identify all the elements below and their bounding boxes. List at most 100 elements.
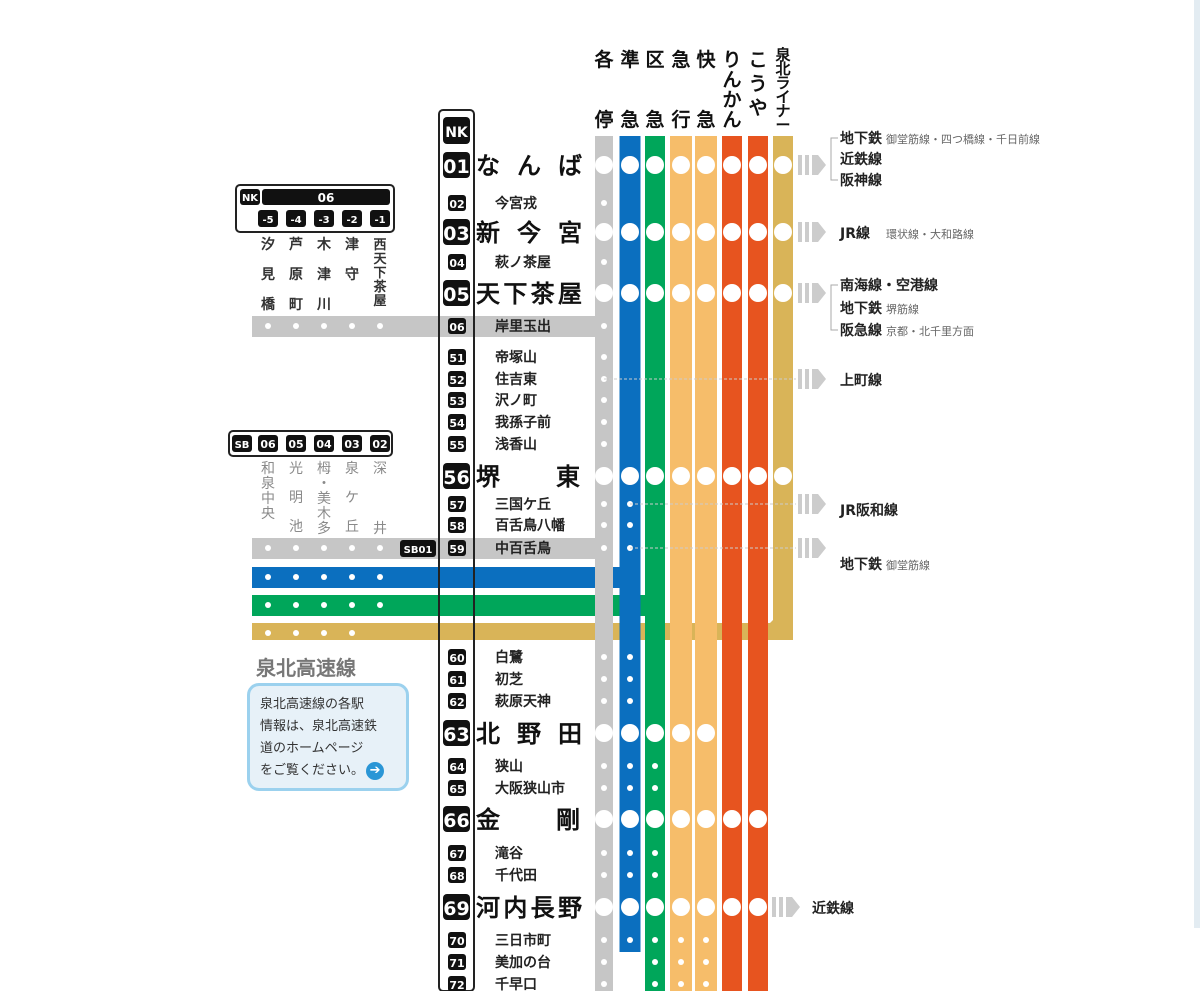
stop-dot — [601, 441, 607, 447]
stop-dot — [601, 937, 607, 943]
nk-branch-code-badge — [240, 189, 260, 205]
stop-dot — [601, 981, 607, 987]
nk-branch-stop-dot — [349, 323, 355, 329]
nk-branch-number: -3 — [318, 215, 329, 226]
station-name: 沢ノ町 — [495, 392, 537, 409]
station-name: 千代田 — [495, 867, 537, 884]
station-number: 54 — [449, 417, 465, 430]
station-number: 68 — [449, 870, 464, 883]
stop-dot-major — [749, 284, 767, 302]
sb-semi-express-bar — [252, 567, 640, 588]
stop-dot — [627, 785, 633, 791]
name-char: 木 — [317, 506, 331, 522]
name-char: 光 — [289, 461, 303, 477]
station-number-badge — [448, 780, 466, 796]
sb-liner-stop-dot — [265, 630, 271, 636]
stop-dot — [601, 698, 607, 704]
nk-branch-number: -4 — [290, 215, 301, 226]
station-name: 千早口 — [495, 976, 537, 991]
station-number: 59 — [449, 543, 464, 556]
header-char: ラ — [775, 74, 790, 92]
header-char: 急 — [696, 108, 715, 131]
sb-liner-stop-dot — [293, 630, 299, 636]
sb-sub-stop-dot — [349, 602, 355, 608]
name-char: 守 — [345, 266, 359, 283]
name-char: 丘 — [345, 519, 359, 535]
stop-dot-major — [621, 467, 639, 485]
senboku-info-box[interactable]: 泉北高速線の各駅 情報は、泉北高速鉄 道のホームページ をご覧ください。➔ — [247, 683, 409, 791]
stop-dot-major — [595, 223, 613, 241]
stop-dot — [652, 959, 658, 965]
station-number: 04 — [449, 257, 465, 270]
sb-junction-code: SB01 — [404, 545, 433, 556]
header-char: 北 — [775, 60, 790, 78]
name-char: 見 — [260, 267, 275, 283]
station-number: 63 — [443, 724, 469, 746]
sb-number-badge — [370, 435, 390, 452]
transfer-arrow-bar — [805, 369, 809, 389]
stop-dot-major — [697, 724, 715, 742]
service-line-express — [670, 136, 692, 991]
nk-branch-number: -1 — [374, 215, 385, 226]
station-number: 61 — [449, 674, 464, 687]
nk-branch-number-badge — [258, 210, 278, 227]
stop-dot-major — [723, 223, 741, 241]
sb-number: 06 — [260, 438, 276, 451]
stop-dot — [652, 981, 658, 987]
transfer-arrow-head — [812, 538, 826, 558]
stop-dot-major — [621, 284, 639, 302]
sb-liner-stop-dot — [349, 630, 355, 636]
column-header-senboku_liner: 泉北ライナー — [774, 46, 791, 134]
name-char: 中 — [261, 491, 275, 507]
station-name: 百舌鳥八幡 — [495, 517, 566, 534]
transfer-arrow-head — [812, 494, 826, 514]
station-name-major: 河内長野 — [476, 894, 582, 922]
station-number-badge — [448, 693, 466, 709]
stop-dot-major — [774, 284, 792, 302]
station-name-major: なんば — [476, 152, 582, 180]
stop-dot-major — [621, 898, 639, 916]
station-number-badge — [448, 496, 466, 512]
stop-dot — [652, 850, 658, 856]
transfer-arrow-bar — [798, 538, 802, 558]
station-number: 02 — [449, 198, 464, 211]
stop-dot-major — [595, 724, 613, 742]
name-char: 下 — [373, 266, 386, 281]
arrow-right-icon[interactable]: ➔ — [366, 761, 385, 780]
station-number: 05 — [443, 284, 469, 306]
nk-frame — [438, 109, 475, 991]
stop-dot-major — [672, 810, 690, 828]
sb-station-name: 栂・美木多 — [317, 461, 331, 537]
stop-dot — [601, 259, 607, 265]
nk-branch-stop-dot — [265, 323, 271, 329]
stop-dot — [601, 959, 607, 965]
sb-number: 02 — [372, 438, 387, 451]
stop-dot-major — [749, 467, 767, 485]
column-header-express: 急行 — [670, 48, 690, 131]
header-char: ー — [775, 116, 790, 134]
transfer-line-name: 近鉄線 — [840, 151, 882, 168]
name-char: 津 — [317, 266, 331, 283]
transfer-line-detail: 御堂筋線・四つ橋線・千日前線 — [886, 132, 1040, 146]
stop-dot-major — [749, 156, 767, 174]
nk-branch-parent: 06 — [318, 191, 335, 205]
sb-sub-stop-dot — [293, 602, 299, 608]
name-char: 西 — [373, 238, 386, 253]
sb-number-badge — [314, 435, 334, 452]
column-header-rapid_express: 快急 — [696, 48, 716, 131]
transfer-line-name: 上町線 — [840, 372, 882, 389]
sb-number: 05 — [288, 438, 303, 451]
transfer-arrow-bar — [798, 283, 802, 303]
nk-branch-parent-badge — [262, 189, 390, 205]
transfer-arrow-head — [812, 222, 826, 242]
station-name: 我孫子前 — [495, 414, 551, 431]
stop-dot — [601, 501, 607, 507]
column-header-sub_express: 区急 — [645, 49, 664, 131]
transfer-arrow-bar — [805, 155, 809, 175]
station-name: 帝塚山 — [495, 349, 537, 366]
stop-dot — [652, 763, 658, 769]
sb-number: 04 — [316, 438, 332, 451]
stop-dot-major — [672, 284, 690, 302]
stop-dot — [601, 676, 607, 682]
sb-station-name: 泉ケ丘 — [345, 460, 359, 535]
